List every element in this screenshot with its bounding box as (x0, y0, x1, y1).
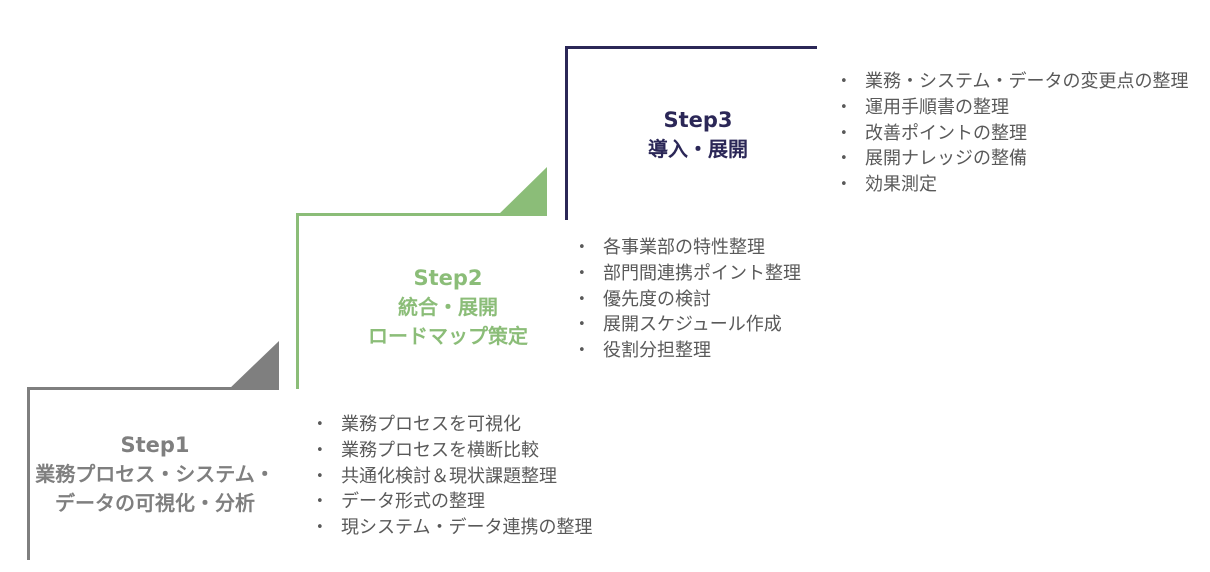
step1-label: Step1 (120, 433, 190, 457)
list-item: 役割分担整理 (578, 338, 801, 364)
step1-vertical-line (27, 388, 30, 560)
step2-vertical-line (296, 214, 299, 389)
step1-task-list: 業務プロセスを可視化 業務プロセスを横断比較 共通化検討＆現状課題整理 データ形… (316, 412, 592, 541)
list-item: 改善ポイントの整理 (840, 121, 1188, 147)
list-item: 業務プロセスを横断比較 (316, 438, 592, 464)
step1-title-line: 業務プロセス・システム・ (35, 462, 275, 486)
list-item: 展開スケジュール作成 (578, 312, 801, 338)
step1-corner-triangle (228, 341, 279, 390)
list-item: 業務・システム・データの変更点の整理 (840, 69, 1188, 95)
step2-label: Step2 (413, 266, 483, 290)
step2-task-list: 各事業部の特性整理 部門間連携ポイント整理 優先度の検討 展開スケジュール作成 … (578, 235, 801, 364)
list-item: データ形式の整理 (316, 489, 592, 515)
step2-title-line: ロードマップ策定 (368, 324, 528, 348)
step1-title-line: データの可視化・分析 (55, 491, 255, 515)
step1-title: Step1 業務プロセス・システム・ データの可視化・分析 (35, 431, 274, 518)
list-item: 業務プロセスを可視化 (316, 412, 592, 438)
step2-horizontal-line (296, 213, 547, 216)
step3-label: Step3 (663, 108, 733, 132)
list-item: 効果測定 (840, 172, 1188, 198)
list-item: 優先度の検討 (578, 287, 801, 313)
list-item: 共通化検討＆現状課題整理 (316, 464, 592, 490)
step3-title-line: 導入・展開 (648, 137, 748, 161)
list-item: 運用手順書の整理 (840, 95, 1188, 121)
step2-corner-triangle (497, 167, 547, 216)
list-item: 部門間連携ポイント整理 (578, 261, 801, 287)
step3-vertical-line (565, 46, 568, 220)
list-item: 現システム・データ連携の整理 (316, 515, 592, 541)
step3-task-list: 業務・システム・データの変更点の整理 運用手順書の整理 改善ポイントの整理 展開… (840, 69, 1188, 198)
step3-horizontal-line (565, 46, 817, 49)
step2-title-line: 統合・展開 (398, 295, 498, 319)
list-item: 展開ナレッジの整備 (840, 146, 1188, 172)
step3-title: Step3 導入・展開 (648, 106, 748, 164)
list-item: 各事業部の特性整理 (578, 235, 801, 261)
step2-title: Step2 統合・展開 ロードマップ策定 (368, 264, 528, 351)
step1-horizontal-line (27, 387, 279, 390)
